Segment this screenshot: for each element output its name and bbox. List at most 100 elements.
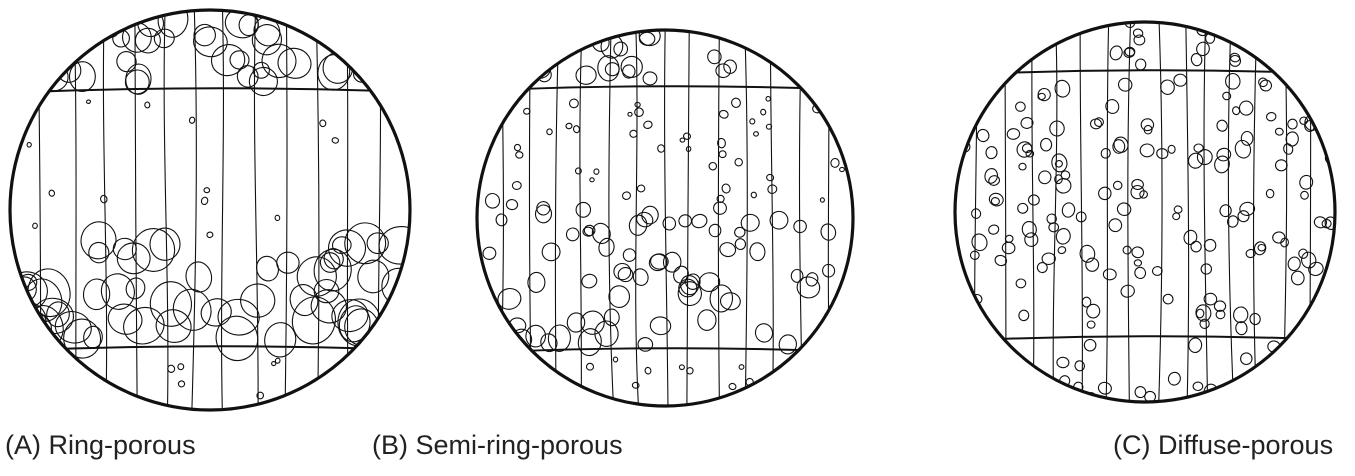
vessel-pore [178, 380, 185, 387]
vessel-pore [635, 102, 641, 108]
vessel-pore [719, 151, 726, 158]
vessel-pore [1241, 131, 1253, 145]
vessel-pore [632, 382, 640, 389]
vessel-pore [1117, 77, 1134, 93]
vessel-pore [1074, 360, 1086, 373]
vessel-pore [177, 363, 185, 371]
vessel-pore [258, 40, 301, 82]
vessel-pore [839, 167, 844, 171]
wood-ray [718, 25, 719, 411]
vessel-pore [829, 355, 838, 364]
vessel-pore [680, 138, 685, 142]
vessel-pore [698, 272, 721, 293]
vessel-pore [498, 23, 522, 47]
vessel-pore [1287, 119, 1297, 130]
vessel-pore [539, 399, 545, 405]
vessel-pore [1190, 52, 1203, 66]
lens-outline [955, 22, 1335, 402]
vessel-pore [1152, 266, 1162, 276]
vessel-pore [1116, 201, 1133, 217]
vessel-pore [985, 146, 998, 159]
vessel-pore [580, 273, 598, 290]
vessel-pore [587, 363, 594, 370]
vessel-pore [335, 19, 363, 48]
vessel-pore [479, 66, 504, 92]
vessel-pore [200, 196, 208, 205]
vessel-pore [1324, 346, 1333, 356]
vessel-pore [750, 192, 757, 199]
vessel-pore [36, 61, 70, 94]
vessel-pore [628, 214, 649, 237]
vessel-pore [1215, 147, 1232, 163]
vessel-pore [1037, 170, 1052, 186]
vessel-pore [1219, 204, 1232, 218]
vessel-pore [981, 25, 992, 37]
vessel-pore [1204, 239, 1216, 251]
vessel-pore [1163, 294, 1173, 304]
wood-ray [38, 5, 41, 415]
vessel-pore [512, 181, 521, 190]
vessel-pore [631, 267, 650, 287]
vessel-pore [1033, 20, 1046, 34]
vessel-pore [335, 302, 374, 345]
vessel-pore [148, 280, 193, 328]
vessel-pore [60, 316, 104, 361]
vessel-pore [739, 364, 745, 369]
wood-ray [1204, 17, 1208, 407]
vessel-pore [521, 361, 527, 367]
vessel-pore [713, 201, 728, 215]
vessel-pore [698, 310, 716, 331]
panel-diffuse-porous: (C) Diffuse-porous [945, 0, 1355, 476]
vessel-pore [622, 191, 632, 200]
vessel-pore [768, 209, 790, 231]
vessel-pore [819, 354, 825, 359]
vessel-pore [495, 213, 508, 226]
vessel-pore [822, 377, 830, 385]
vessel-pore [987, 224, 1000, 236]
vessel-pore [955, 350, 965, 360]
vessel-pore [1019, 163, 1027, 170]
vessel-pore [256, 392, 264, 400]
vessel-pore [198, 295, 235, 330]
vessel-pore [395, 396, 402, 403]
vessel-pore [1018, 309, 1029, 321]
wood-ray [254, 5, 258, 415]
vessel-pore [1024, 232, 1039, 247]
vessel-pore [706, 48, 722, 65]
vessel-pore [1247, 22, 1257, 31]
vessel-pore [594, 169, 600, 175]
vessel-pore [134, 26, 163, 54]
vessel-pore [1015, 102, 1025, 112]
vessel-pore [1291, 271, 1305, 285]
vessel-pore [791, 269, 803, 282]
vessel-pore [1246, 24, 1258, 36]
vessel-pore [1041, 138, 1052, 151]
vessel-pore [1010, 38, 1027, 57]
wood-ray [1186, 17, 1189, 407]
vessel-pore [828, 37, 846, 56]
vessel-pore [514, 144, 522, 152]
vessel-pore [28, 104, 34, 110]
vessel-pore [1194, 144, 1203, 152]
vessel-pore [1268, 26, 1281, 37]
vessel-pore [1222, 91, 1232, 100]
vessel-pore [778, 334, 797, 355]
vessel-pore [720, 292, 741, 311]
vessel-pore [766, 174, 774, 182]
vessel-pore [679, 364, 685, 370]
vessel-pore [87, 240, 111, 265]
vessel-pore [1100, 147, 1112, 159]
vessel-pore [605, 63, 619, 76]
diffuse-porous-diagram [945, 0, 1355, 420]
growth-ring-boundary [5, 88, 415, 93]
vessel-pore [814, 59, 831, 75]
vessel-pore [657, 144, 665, 153]
wood-ray [74, 5, 76, 415]
vessel-pore [96, 399, 104, 407]
vessel-pore [575, 65, 597, 85]
wood-ray [975, 17, 978, 407]
vessel-pore [959, 306, 971, 321]
vessel-pore [735, 158, 743, 166]
vessel-pore [1173, 73, 1187, 87]
vessel-pore [1103, 269, 1116, 280]
